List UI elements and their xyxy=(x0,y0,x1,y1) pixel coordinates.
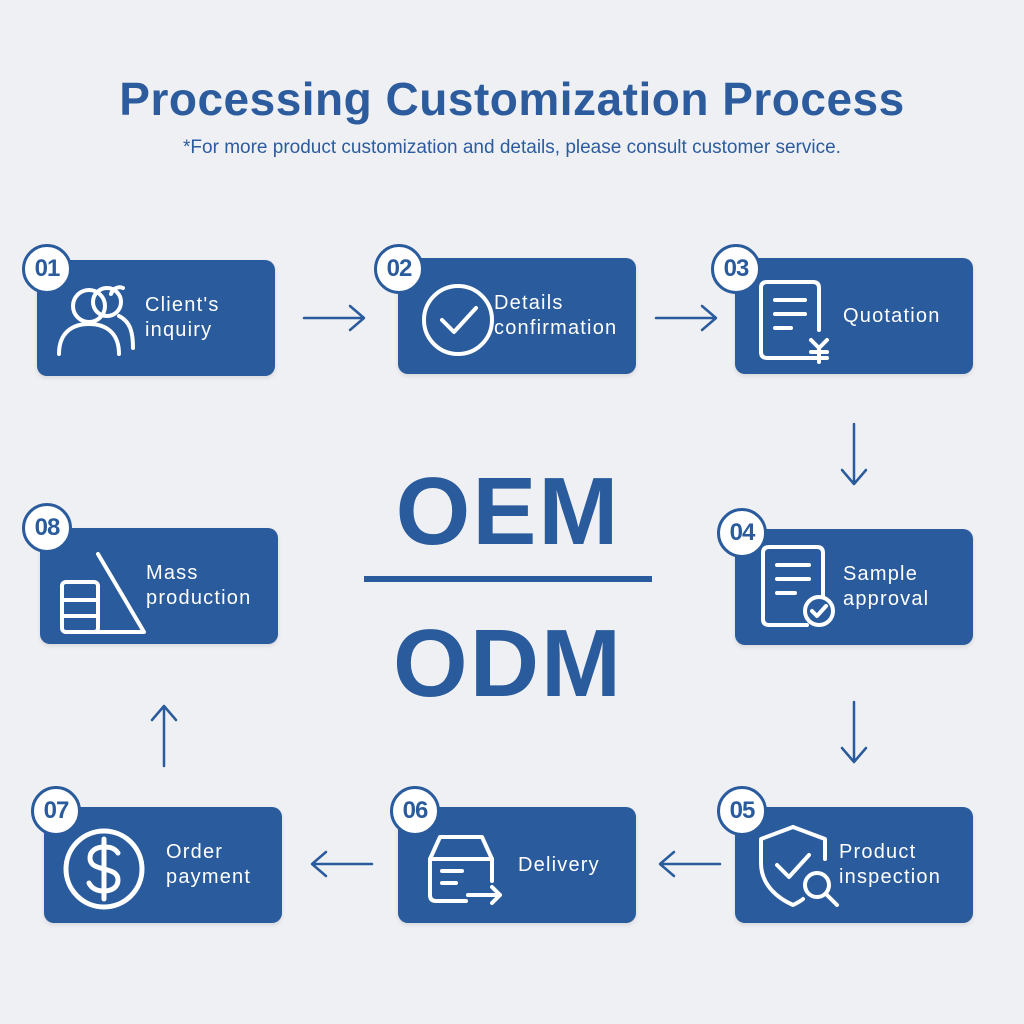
step-sample-approval: Sample approval xyxy=(735,529,973,645)
document-check-icon xyxy=(747,539,843,635)
step-label-line1: Client's xyxy=(145,294,220,316)
step-number-badge: 04 xyxy=(717,508,767,558)
step-label: Details confirmation xyxy=(494,258,630,374)
stacked-production-icon xyxy=(52,538,148,634)
shield-magnifier-icon xyxy=(747,817,843,913)
odm-label: ODM xyxy=(393,610,623,717)
arrow-right-icon xyxy=(654,304,718,332)
arrow-left-icon xyxy=(310,850,374,878)
step-label: Order payment xyxy=(166,807,276,923)
step-mass-production: Mass production xyxy=(40,528,278,644)
step-number-badge: 06 xyxy=(390,786,440,836)
page-subtitle: *For more product customization and deta… xyxy=(183,137,841,158)
step-label-line2: payment xyxy=(166,866,252,888)
step-quotation: Quotation xyxy=(735,258,973,374)
step-label: Product inspection xyxy=(839,807,967,923)
box-arrow-icon xyxy=(410,817,506,913)
step-label-line1: Delivery xyxy=(518,853,600,876)
step-label-line1: Product xyxy=(839,841,917,863)
arrow-up-icon xyxy=(150,704,178,768)
step-label-line1: Order xyxy=(166,841,224,863)
step-label-line1: Sample xyxy=(843,563,919,585)
invoice-yen-icon xyxy=(747,268,843,364)
step-label-line2: approval xyxy=(843,588,930,610)
page-title: Processing Customization Process xyxy=(119,73,905,125)
step-label-line1: Quotation xyxy=(843,304,941,327)
step-details-confirmation: Details confirmation xyxy=(398,258,636,374)
step-number-badge: 05 xyxy=(717,786,767,836)
step-label: Delivery xyxy=(518,807,630,923)
arrow-right-icon xyxy=(302,304,366,332)
step-number-badge: 03 xyxy=(711,244,761,294)
step-label-line2: inspection xyxy=(839,866,942,888)
step-label: Client's inquiry xyxy=(145,260,269,376)
step-label: Quotation xyxy=(843,258,967,374)
center-divider xyxy=(364,576,652,582)
step-label-line1: Mass xyxy=(146,562,199,584)
step-number-badge: 02 xyxy=(374,244,424,294)
step-label-line1: Details xyxy=(494,292,564,314)
step-number-badge: 01 xyxy=(22,244,72,294)
oem-label: OEM xyxy=(395,458,621,565)
arrow-down-icon xyxy=(840,422,868,486)
step-product-inspection: Product inspection xyxy=(735,807,973,923)
step-order-payment: Order payment xyxy=(44,807,282,923)
step-number-badge: 08 xyxy=(22,503,72,553)
check-circle-icon xyxy=(410,268,506,364)
step-label: Mass production xyxy=(146,528,272,644)
step-label-line2: confirmation xyxy=(494,317,618,339)
step-number-badge: 07 xyxy=(31,786,81,836)
step-client-inquiry: Client's inquiry xyxy=(37,260,275,376)
dollar-coin-icon xyxy=(56,817,152,913)
step-label-line2: inquiry xyxy=(145,319,213,341)
arrow-left-icon xyxy=(658,850,722,878)
users-icon xyxy=(49,270,145,366)
step-label: Sample approval xyxy=(843,529,967,645)
step-label-line2: production xyxy=(146,587,252,609)
step-delivery: Delivery xyxy=(398,807,636,923)
arrow-down-icon xyxy=(840,700,868,764)
